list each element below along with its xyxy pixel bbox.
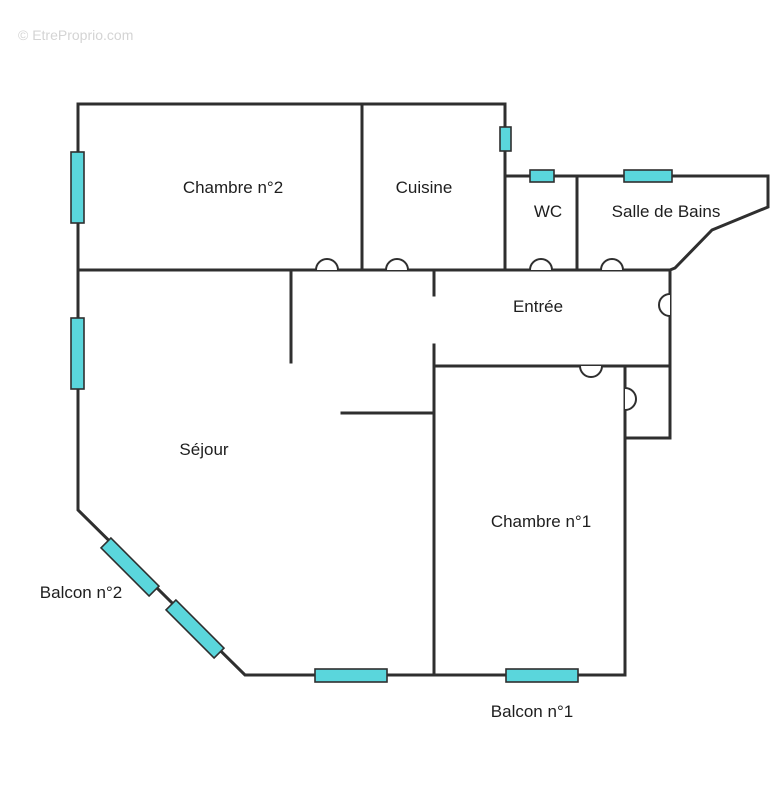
label-chambre2: Chambre n°2 (183, 178, 283, 197)
room-labels: Chambre n°2 Cuisine WC Salle de Bains En… (40, 178, 721, 721)
door-placard (624, 387, 637, 411)
label-balcon2: Balcon n°2 (40, 583, 122, 602)
window-balcon1 (505, 668, 579, 683)
window-chambre2 (70, 151, 85, 224)
window-sejour-bottom (314, 668, 388, 683)
window-cuisine (499, 126, 512, 152)
window-salle-de-bains (623, 169, 673, 183)
label-salle-de-bains: Salle de Bains (612, 202, 721, 221)
window-balcon2-b (164, 598, 226, 660)
door-chambre2 (315, 258, 339, 271)
label-cuisine: Cuisine (396, 178, 453, 197)
window-sejour (70, 317, 85, 390)
label-sejour: Séjour (179, 440, 228, 459)
door-entree (658, 293, 671, 317)
door-wc (529, 258, 553, 271)
doors (315, 258, 671, 411)
watermark: © EtreProprio.com (18, 27, 133, 43)
door-cuisine (385, 258, 409, 271)
window-balcon2-a (99, 536, 161, 598)
windows (70, 126, 673, 683)
door-salle-de-bains (600, 258, 624, 271)
window-wc (529, 169, 555, 183)
door-chambre1 (579, 365, 603, 378)
label-entree: Entrée (513, 297, 563, 316)
label-balcon1: Balcon n°1 (491, 702, 573, 721)
label-chambre1: Chambre n°1 (491, 512, 591, 531)
interior-walls (76, 102, 672, 677)
label-wc: WC (534, 202, 562, 221)
